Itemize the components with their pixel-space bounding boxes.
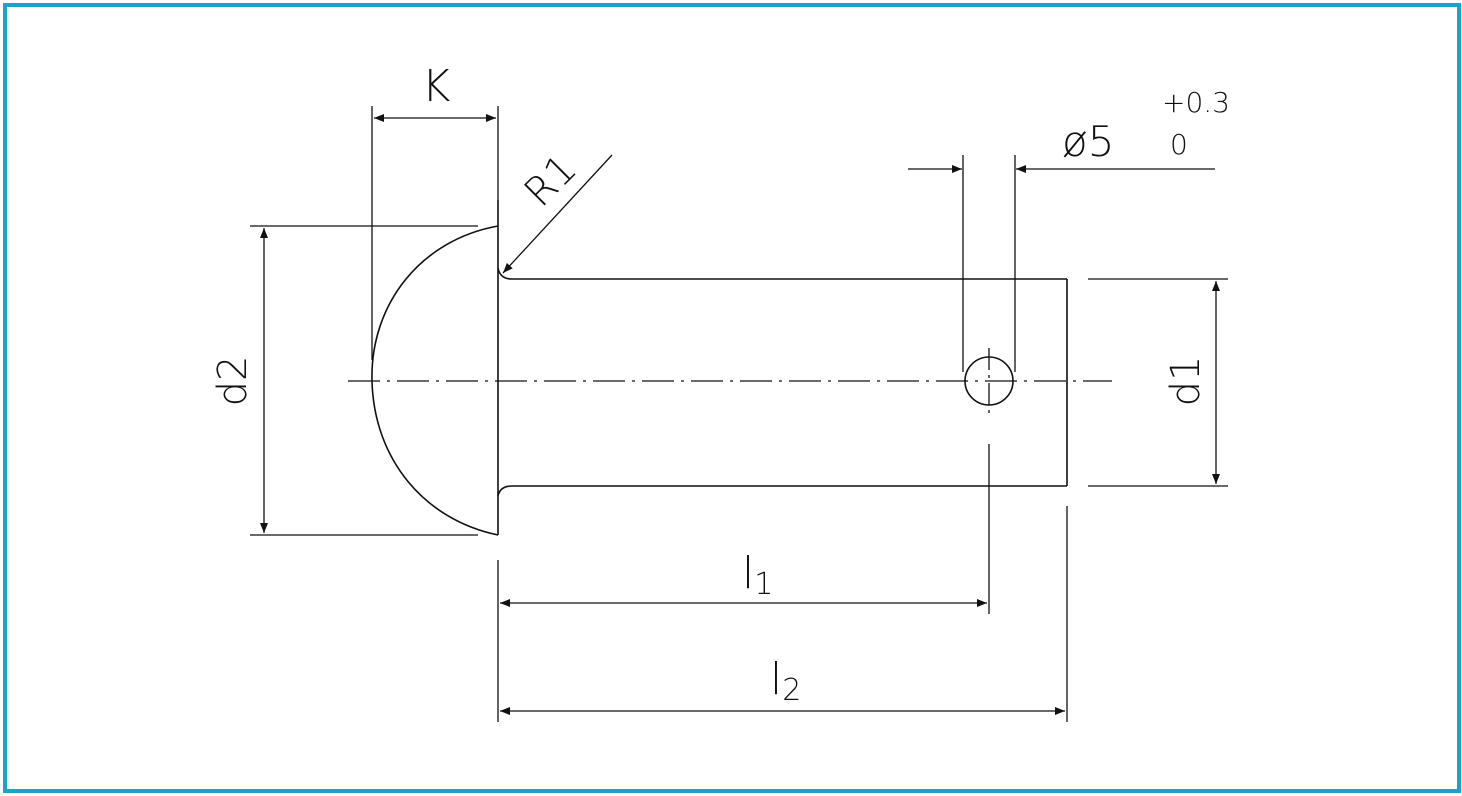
rivet-shank-top bbox=[497, 267, 1067, 280]
label-l2-sub: 2 bbox=[782, 673, 801, 708]
label-d2-sub: 2 bbox=[210, 356, 256, 381]
label-d1: d1 bbox=[1163, 356, 1209, 407]
label-l2: l2 bbox=[770, 654, 801, 708]
r1-leader bbox=[502, 154, 613, 274]
svg-text:d1: d1 bbox=[1163, 356, 1209, 407]
svg-text:d2: d2 bbox=[210, 356, 256, 407]
label-hole-diameter-value: 5 bbox=[1088, 117, 1115, 166]
label-d2-symbol: d bbox=[210, 381, 256, 406]
label-k: K bbox=[422, 61, 451, 112]
label-d1-sub: 1 bbox=[1163, 356, 1209, 381]
label-hole-diameter-prefix: ø bbox=[1062, 117, 1088, 166]
rivet-shank-bottom bbox=[497, 485, 1067, 497]
label-d1-symbol: d bbox=[1163, 381, 1209, 406]
label-l1-symbol: l bbox=[742, 548, 754, 599]
label-l2-symbol: l bbox=[770, 654, 782, 705]
label-l1-sub: 1 bbox=[754, 567, 773, 602]
label-tolerance-lower: 0 bbox=[1170, 128, 1188, 161]
label-l1: l1 bbox=[742, 548, 773, 602]
label-r1: R1 bbox=[516, 146, 586, 216]
label-tolerance-upper: +0.3 bbox=[1162, 86, 1230, 119]
label-hole-diameter: ø5 bbox=[1062, 117, 1114, 166]
label-d2: d2 bbox=[210, 356, 256, 407]
rivet-head-dome bbox=[371, 225, 499, 536]
